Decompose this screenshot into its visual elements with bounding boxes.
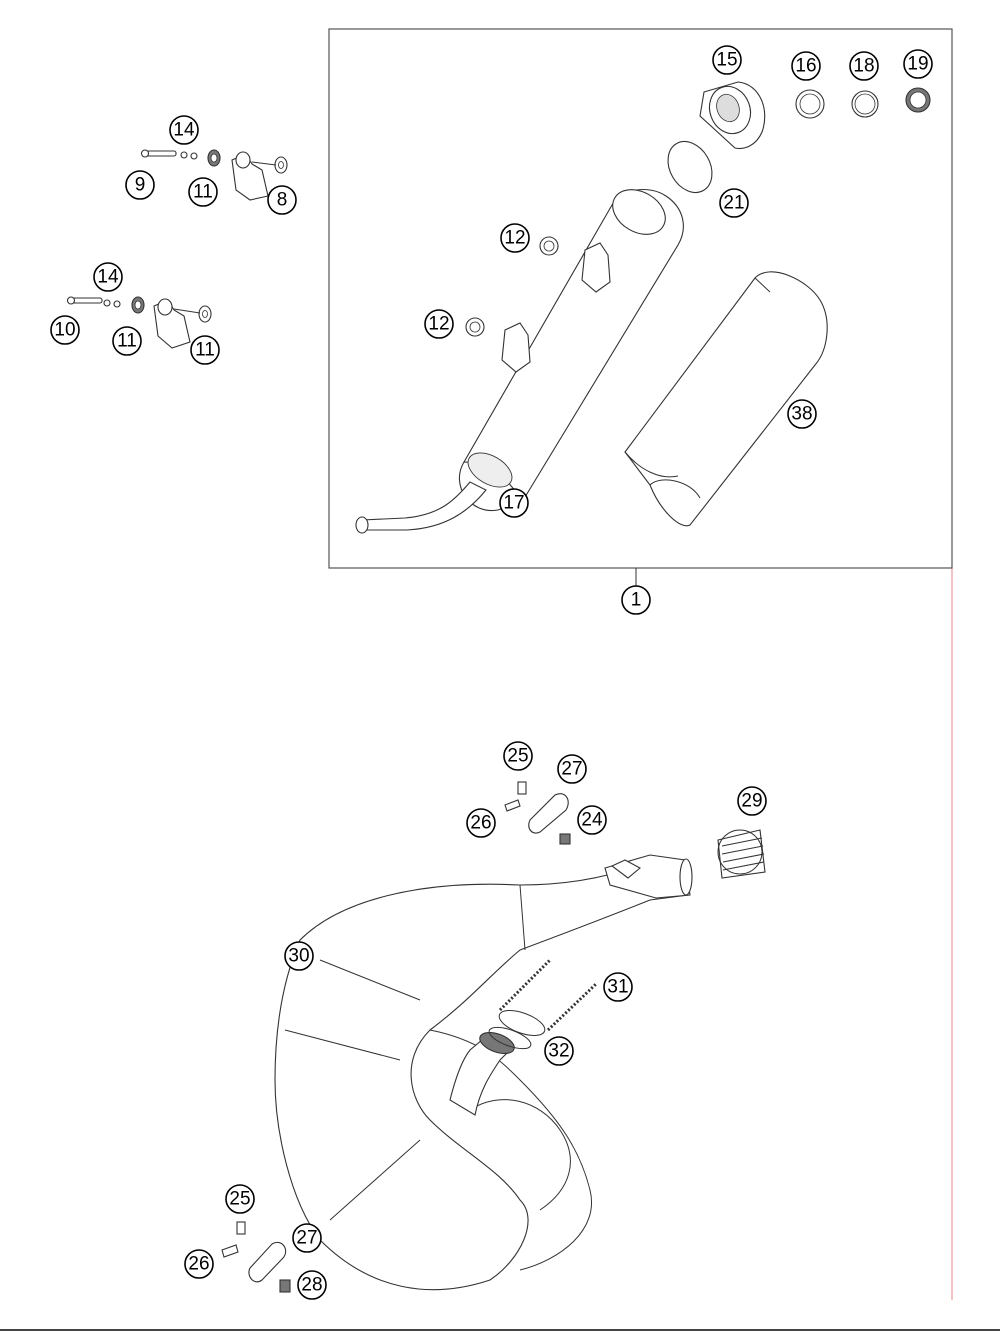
- flange-shape: [479, 1031, 515, 1055]
- callout-26-top: 26: [466, 808, 496, 838]
- muffler-parts: [355, 81, 931, 534]
- gasket-21-shape: [667, 141, 713, 193]
- bracket-27-bottom-shape: [248, 1241, 287, 1283]
- callout-1: 1: [621, 585, 651, 615]
- svg-text:15: 15: [716, 50, 737, 71]
- svg-text:26: 26: [188, 1254, 209, 1275]
- screw-26-top-shape: [504, 799, 521, 812]
- callout-18: 18: [849, 51, 879, 81]
- svg-text:11: 11: [195, 340, 215, 361]
- svg-text:10: 10: [54, 320, 75, 341]
- callout-17: 17: [499, 488, 529, 518]
- callout-27-top: 27: [557, 754, 587, 784]
- svg-text:14: 14: [173, 120, 195, 141]
- svg-text:28: 28: [301, 1275, 322, 1296]
- assembly-frame: [328, 28, 953, 569]
- packing-38-shape: [624, 271, 828, 527]
- callout-16: 16: [791, 51, 821, 81]
- mount-tab-upper: [581, 242, 611, 293]
- svg-text:12: 12: [428, 314, 449, 335]
- svg-text:25: 25: [507, 746, 528, 767]
- oring-14-upper-shape: [180, 151, 188, 159]
- screw-25-top-shape: [517, 781, 527, 795]
- callout-25-top: 25: [503, 741, 533, 771]
- callout-11-lower-b: 11: [190, 335, 220, 365]
- svg-text:11: 11: [193, 182, 213, 203]
- svg-text:25: 25: [229, 1189, 250, 1210]
- svg-text:21: 21: [723, 193, 744, 214]
- callout-12-upper: 12: [500, 223, 530, 253]
- callout-25-bottom: 25: [225, 1184, 255, 1214]
- callout-32: 32: [544, 1036, 574, 1066]
- screw-26-bottom-shape: [221, 1244, 239, 1258]
- nut-28-shape: [279, 1279, 291, 1293]
- nut-24-shape: [559, 833, 571, 845]
- callout-8: 8: [267, 185, 297, 215]
- svg-text:24: 24: [581, 810, 603, 831]
- callout-29: 29: [737, 786, 767, 816]
- sleeve-29-shape: [717, 829, 766, 879]
- svg-text:31: 31: [607, 977, 628, 998]
- bracket-27-top-shape: [528, 793, 569, 834]
- svg-text:17: 17: [503, 493, 524, 514]
- inlet-pipe-shape: [361, 481, 487, 531]
- svg-text:11: 11: [117, 331, 137, 352]
- callout-38: 38: [787, 399, 817, 429]
- callout-14-lower: 14: [93, 262, 123, 292]
- svg-text:12: 12: [504, 228, 525, 249]
- svg-text:9: 9: [135, 175, 146, 196]
- svg-text:18: 18: [853, 56, 874, 77]
- callout-30: 30: [284, 941, 314, 971]
- svg-text:29: 29: [741, 791, 762, 812]
- svg-text:32: 32: [548, 1041, 569, 1062]
- svg-text:8: 8: [277, 190, 288, 211]
- svg-text:26: 26: [470, 813, 491, 834]
- svg-text:27: 27: [561, 759, 582, 780]
- callout-14-upper: 14: [169, 115, 199, 145]
- mount-tab-lower: [501, 322, 531, 373]
- callout-15: 15: [712, 45, 742, 75]
- svg-text:27: 27: [296, 1228, 317, 1249]
- svg-text:30: 30: [288, 946, 309, 967]
- exhaust-pipe-assembly: [221, 781, 766, 1293]
- callout-19: 19: [903, 49, 933, 79]
- oring-14-lower-shape: [103, 299, 111, 307]
- screw-25-bottom-shape: [236, 1221, 246, 1235]
- svg-text:16: 16: [795, 56, 816, 77]
- svg-text:1: 1: [631, 590, 642, 611]
- callout-24: 24: [577, 805, 607, 835]
- spring-31-a-shape: [498, 958, 552, 1012]
- callout-11-lower-a: 11: [112, 326, 142, 356]
- callout-12-lower: 12: [424, 309, 454, 339]
- callout-26-bottom: 26: [184, 1249, 214, 1279]
- callout-9: 9: [125, 170, 155, 200]
- callout-10: 10: [50, 315, 80, 345]
- spring-31-b-shape: [546, 982, 598, 1032]
- callout-27-bottom: 27: [292, 1223, 322, 1253]
- svg-text:19: 19: [907, 54, 928, 75]
- svg-text:38: 38: [791, 404, 812, 425]
- upper-bracket-set: [140, 149, 288, 201]
- lower-bracket-set: [66, 296, 212, 349]
- exhaust-pipe-shape: [274, 859, 689, 1291]
- callout-11-upper: 11: [188, 177, 218, 207]
- oring-14-upper-shape-b: [190, 152, 198, 160]
- screw-9-head: [140, 149, 150, 158]
- callout-28: 28: [297, 1270, 327, 1300]
- callout-21: 21: [719, 188, 749, 218]
- callout-31: 31: [603, 972, 633, 1002]
- svg-text:14: 14: [97, 267, 119, 288]
